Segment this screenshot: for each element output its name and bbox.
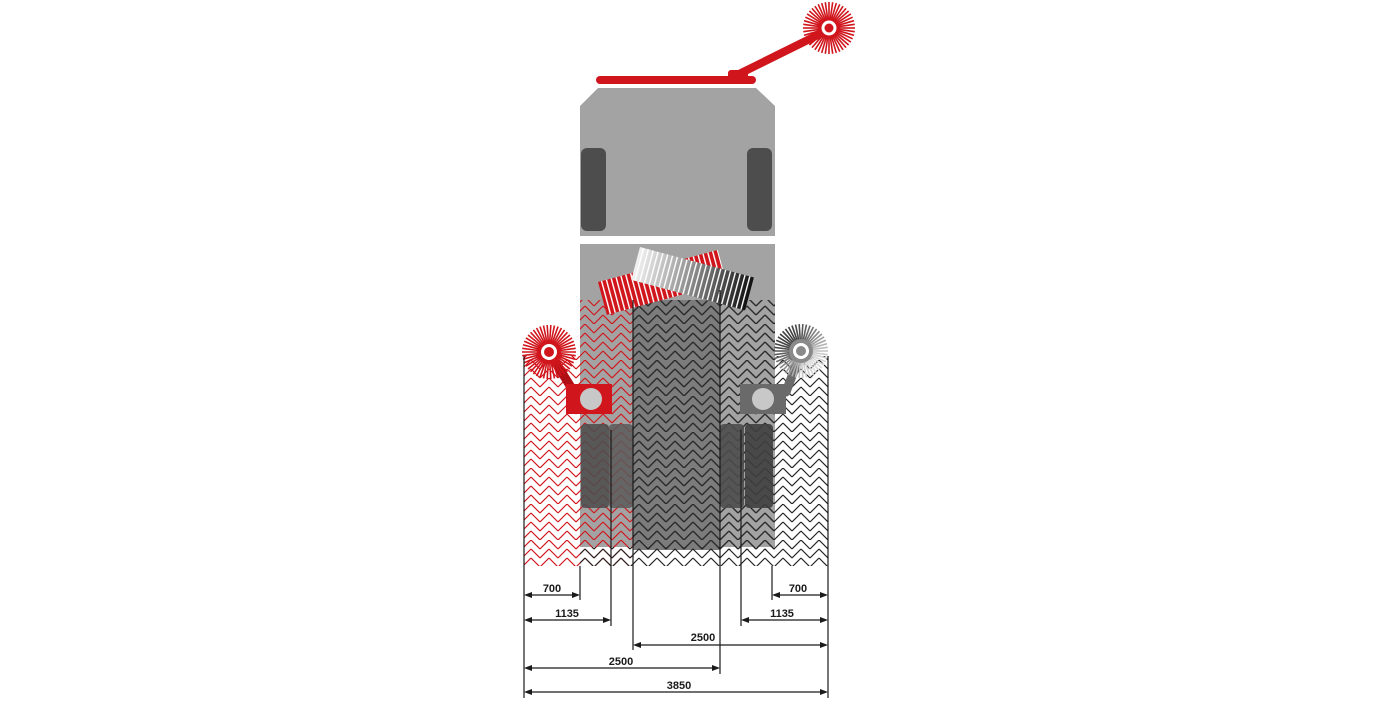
extension-lines [523,290,829,698]
front-right-wheel [747,148,772,231]
dim-label-lower-2500: 2500 [609,656,633,668]
center-bottom-strip [580,547,775,566]
right-brush-hub-icon [752,388,774,410]
dim-label-right-700: 700 [789,583,807,595]
front-left-wheel [581,148,606,231]
dim-label-right-1135: 1135 [770,608,794,620]
dim-label-left-700: 700 [543,583,561,595]
rear-right-wheel-inner [720,424,744,508]
rear-left-wheel-outer [581,424,609,508]
dim-label-total-3850: 3850 [667,680,691,692]
front-blade [596,76,756,84]
rear-left-wheel-inner [609,424,633,508]
dimension-lines [524,592,828,695]
left-brush-hub-icon [580,388,602,410]
right-side-brush-icon [774,324,828,378]
rear-right-wheel-outer [745,424,773,508]
front-cab [580,88,775,236]
front-arm-mount [728,70,748,80]
gray-main-roller [631,247,754,311]
front-side-brush-icon [803,2,855,54]
dim-label-upper-2500: 2500 [691,632,715,644]
dim-label-left-1135: 1135 [555,608,579,620]
left-side-brush-icon [522,325,576,379]
center-swept-pattern [633,300,720,550]
